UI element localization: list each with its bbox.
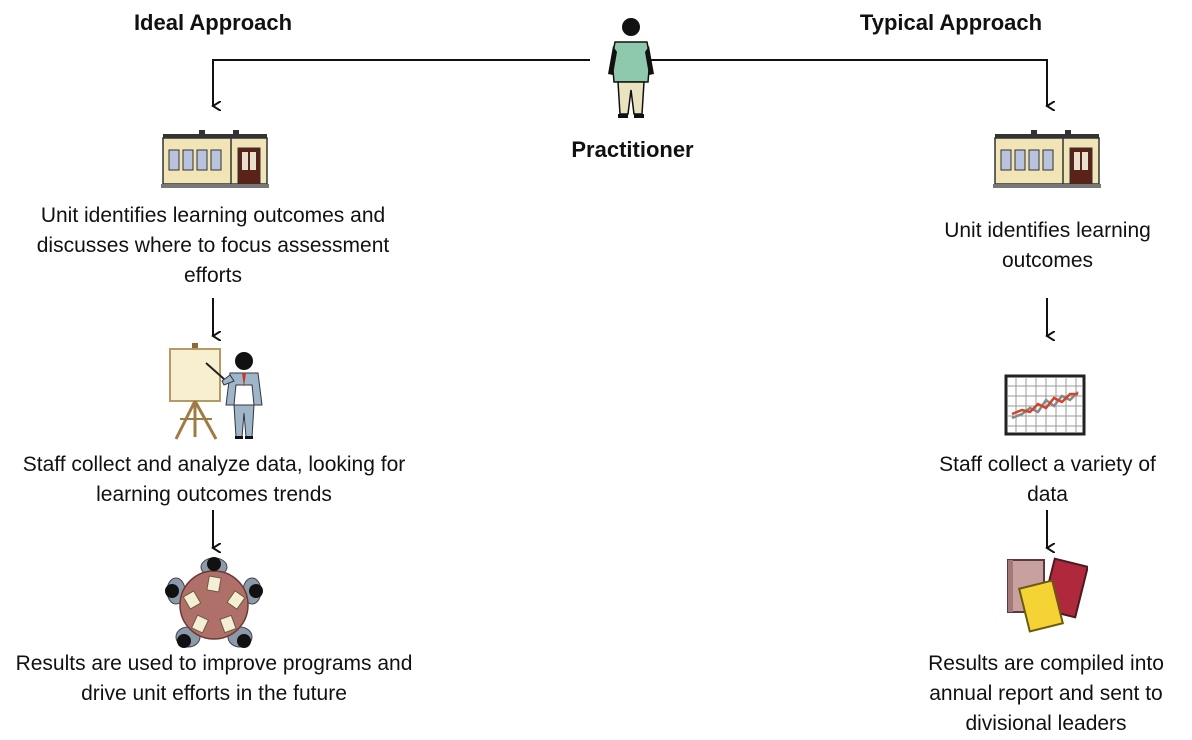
ideal-branch-line (213, 59, 590, 106)
typical-branch-line (650, 59, 1047, 106)
typical-approach-heading: Typical Approach (859, 10, 1043, 35)
ideal-step-1-text: Unit identifies learning outcomes and di… (36, 204, 390, 287)
line-chart-icon (1004, 374, 1086, 436)
ideal-approach-heading: Ideal Approach (133, 10, 293, 35)
ideal-step-3-text: Results are used to improve programs and… (15, 652, 413, 705)
presenter-easel-icon (169, 343, 263, 440)
person-icon (608, 18, 654, 118)
practitioner-label: Practitioner (571, 137, 694, 162)
typical-step-3-text: Results are compiled into annual report … (928, 652, 1164, 735)
round-table-meeting-icon (165, 557, 263, 648)
building-icon (161, 130, 269, 188)
typical-step-2-text: Staff collect a variety of data (939, 453, 1156, 506)
typical-step-1-text: Unit identifies learning outcomes (944, 219, 1151, 272)
building-icon (993, 130, 1101, 188)
books-icon (1007, 557, 1088, 633)
ideal-step-2-text: Staff collect and analyze data, looking … (22, 453, 406, 506)
